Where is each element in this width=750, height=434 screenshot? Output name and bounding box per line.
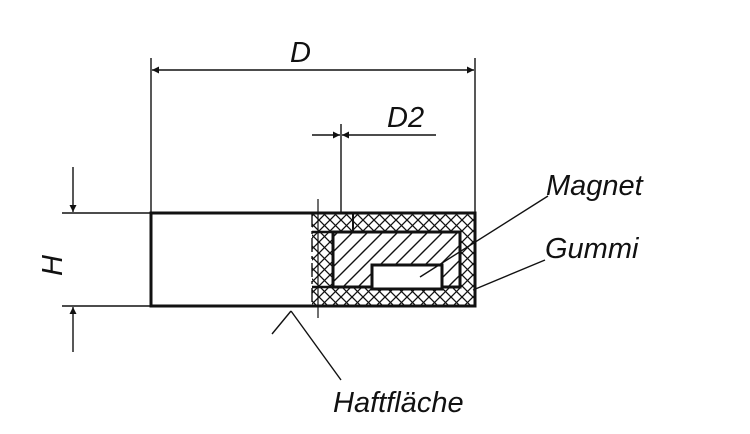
dimension-d <box>150 58 476 213</box>
magnet-leader <box>419 195 549 278</box>
dimension-d2 <box>312 124 436 213</box>
rubber-label: Gummi <box>545 233 640 265</box>
contact-surface-label: Haftfläche <box>333 387 464 419</box>
part-outline <box>149 199 477 318</box>
dimension-h-label: H <box>37 255 69 276</box>
contact-surface-leader <box>271 310 342 381</box>
dimension-d-label: D <box>290 37 311 69</box>
magnet-label: Magnet <box>546 170 645 202</box>
rubber-leader <box>472 259 546 291</box>
dimension-d2-label: D2 <box>387 102 424 134</box>
dimension-h <box>62 167 151 352</box>
magnet-section <box>331 230 462 291</box>
